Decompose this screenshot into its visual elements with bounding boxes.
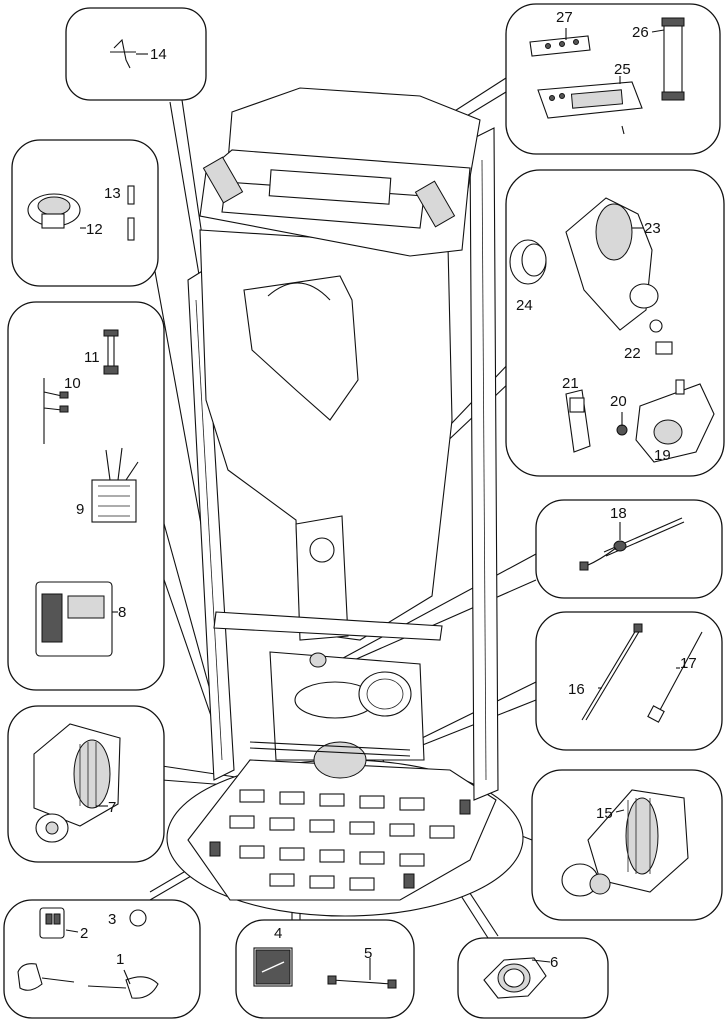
callout-bubble-4-5: 4 5 [235,919,415,1019]
label-18: 18 [610,505,627,522]
part-5-wire [331,979,393,985]
display-window [268,169,392,205]
hopper-inner-cover [243,275,359,421]
part-26-ribbon-cable [663,23,683,97]
label-2: 2 [80,925,88,942]
callout-bubble-14: 14 [65,7,207,101]
label-19: 19 [654,447,671,464]
label-24: 24 [516,297,533,314]
label-15: 15 [596,805,613,822]
label-25: 25 [614,61,631,78]
callout-bubble-25-27: 27 25 26 [505,3,721,155]
blower-motor [313,741,367,779]
label-27: 27 [556,9,573,26]
label-11: 11 [84,349,100,366]
left-side-panel [187,269,235,781]
label-21: 21 [562,375,579,392]
auger-opening [309,537,335,563]
callout-bubble-19-24: 24 23 22 21 20 19 [505,169,725,477]
part-1-cord-plug [17,963,43,991]
callout-bubble-7: 7 [7,705,165,863]
stove-assembly [166,87,524,917]
callout-bubble-16-17: 16 17 [535,611,723,751]
part-17-sensor [659,631,703,711]
cross-beam [213,611,443,641]
label-10: 10 [64,375,81,392]
part-3-connector [129,909,147,927]
callout-bubble-12-13: 12 13 [11,139,159,287]
label-7: 7 [108,799,116,816]
label-6: 6 [550,954,558,971]
callout-bubble-15: 15 [531,769,723,921]
part-16-igniter [581,629,637,721]
label-13: 13 [104,185,121,202]
callout-bubble-18: 18 [535,499,723,599]
bottom-grid-holes [229,789,455,891]
label-20: 20 [610,393,627,410]
auger-tube [295,515,349,641]
callout-bubble-1-3: 2 3 1 [3,899,201,1019]
label-23: 23 [644,220,661,237]
label-4: 4 [274,925,282,942]
label-5: 5 [364,945,372,962]
label-8: 8 [118,604,126,621]
part-20-switch [616,424,628,436]
callout-bubble-8-11: 11 10 9 8 [7,301,165,691]
label-3: 3 [108,911,116,928]
label-14: 14 [150,46,167,63]
part-9-terminal [91,479,137,523]
callout-bubble-6: 6 [457,937,609,1019]
label-22: 22 [624,345,641,362]
label-17: 17 [680,655,697,672]
label-12: 12 [86,221,103,238]
part-13-clip [127,185,135,205]
label-26: 26 [632,24,649,41]
exhaust-collar [358,671,412,717]
label-16: 16 [568,681,585,698]
label-1: 1 [116,951,124,968]
part-22-bushing [655,341,673,355]
label-9: 9 [76,501,84,518]
part-10-wire [43,378,63,444]
